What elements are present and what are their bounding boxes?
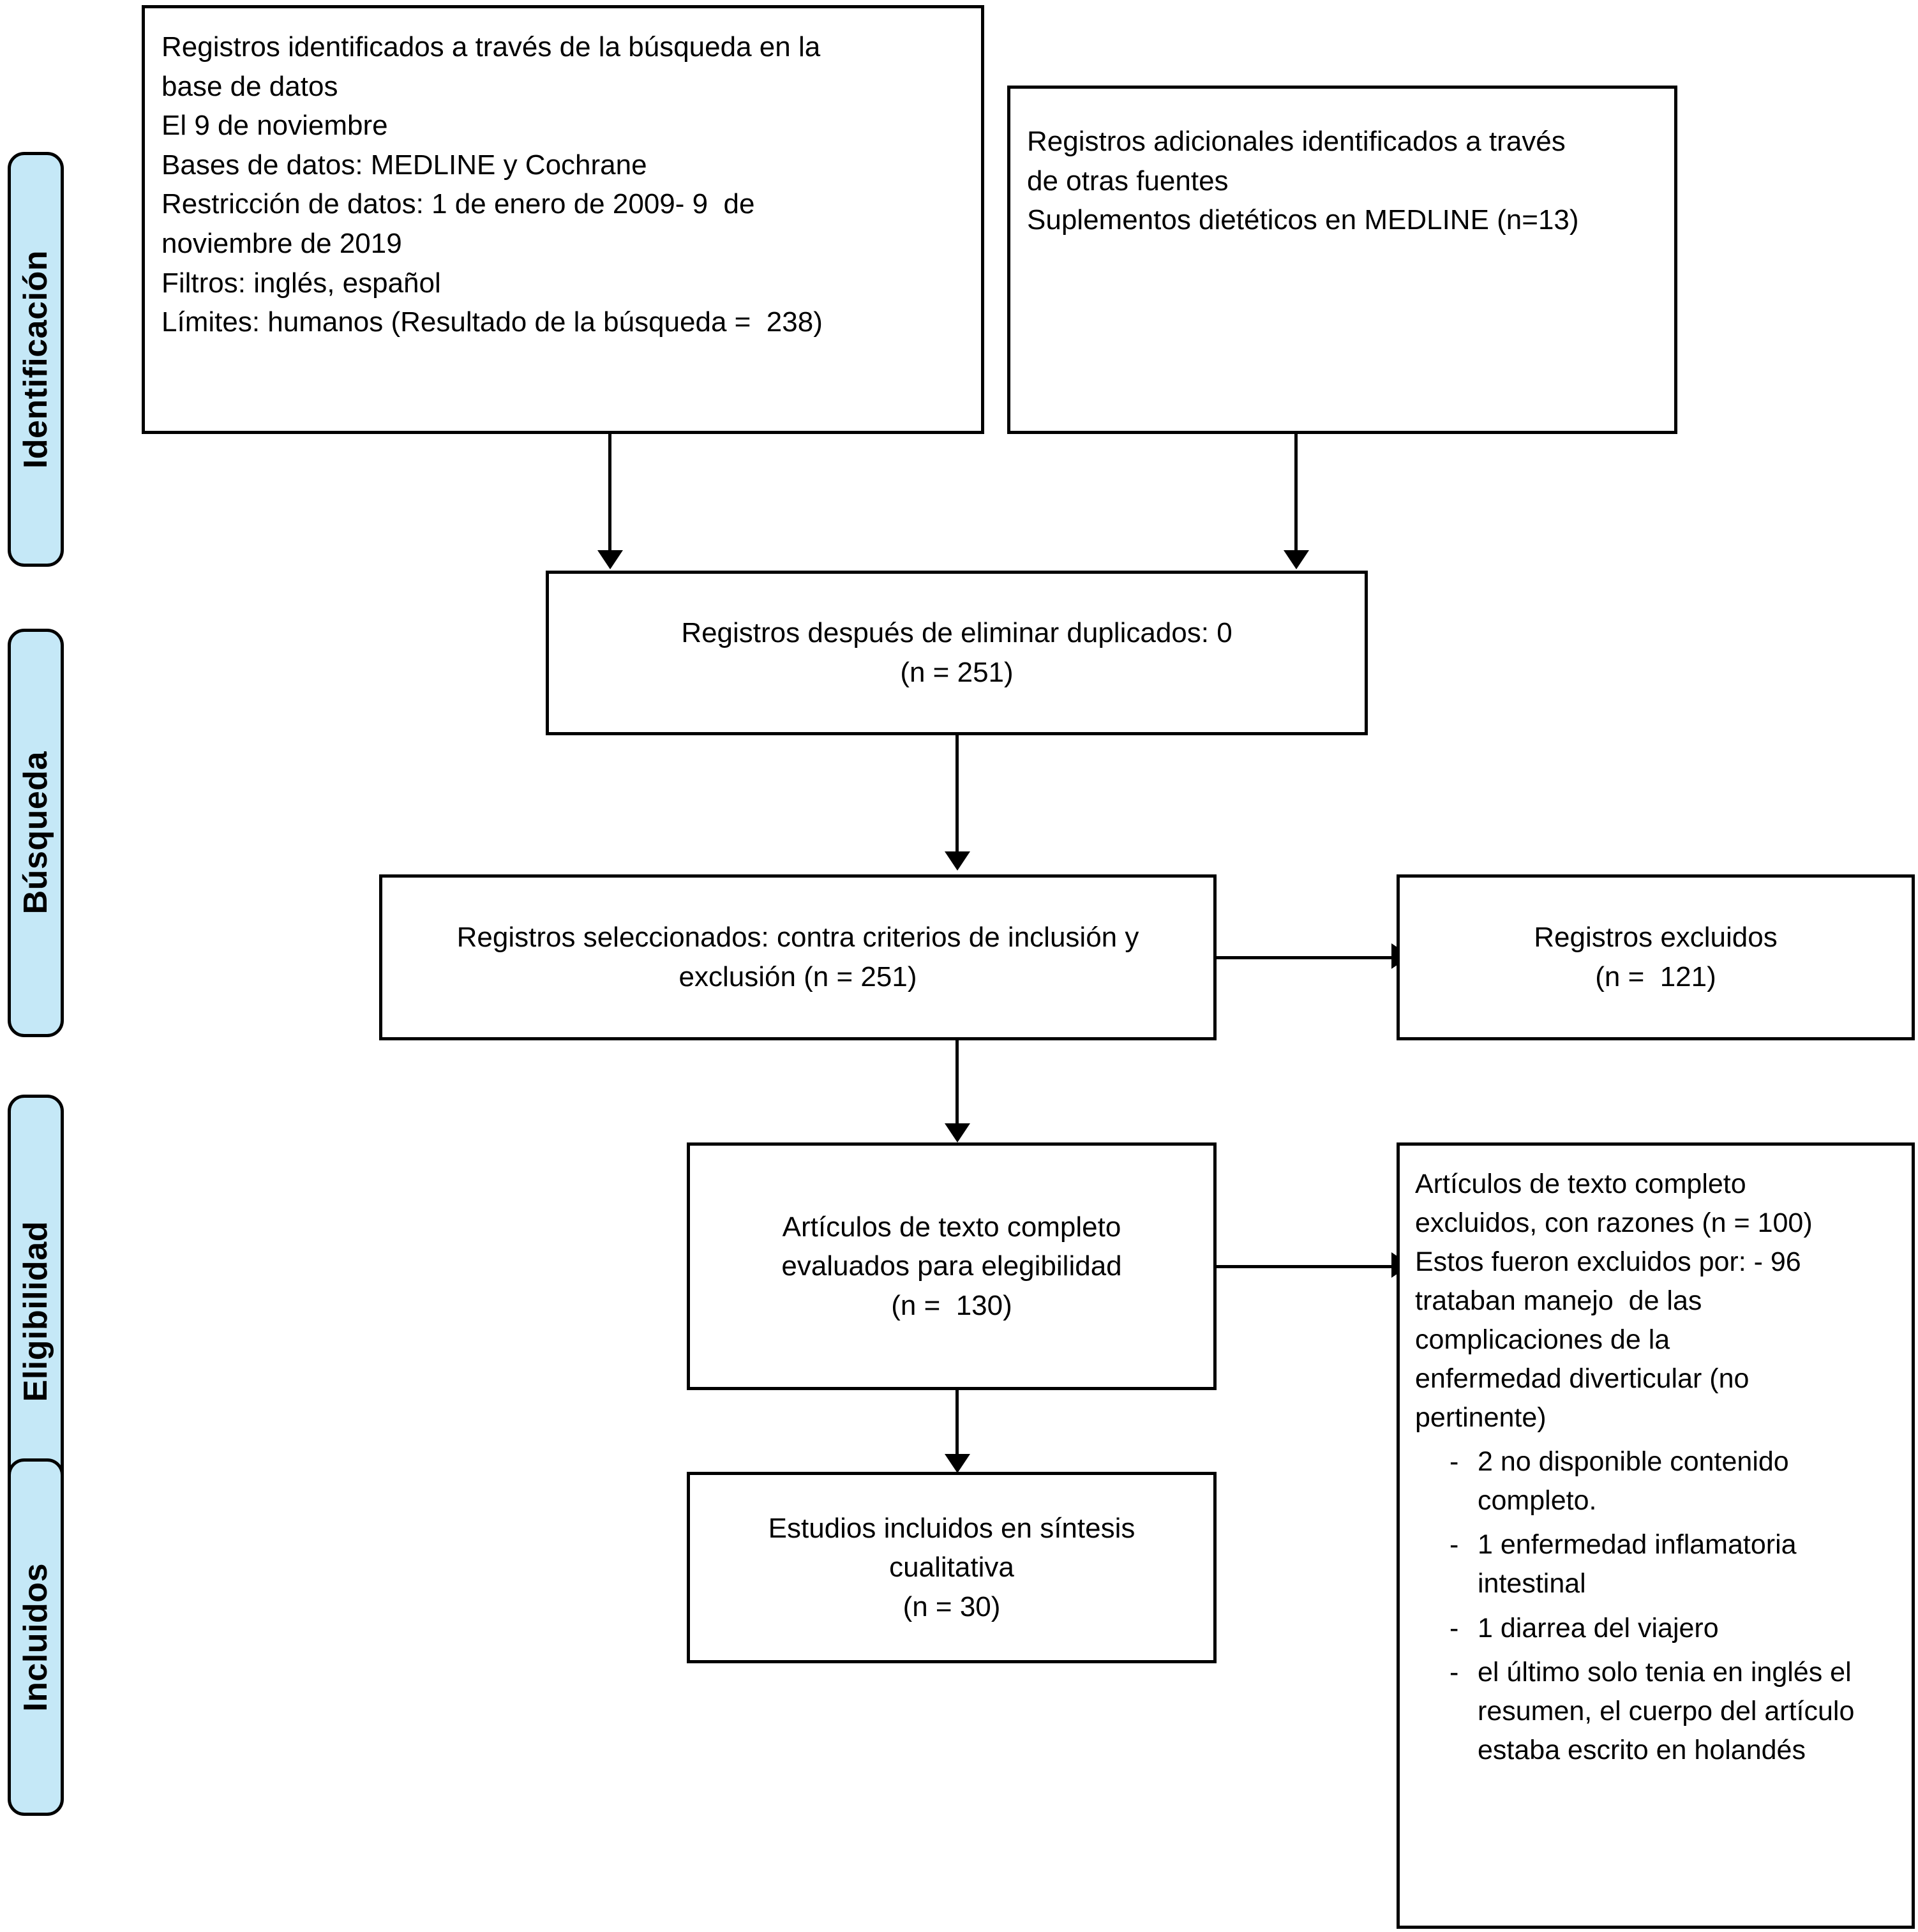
exclusion-reason-list: - 2 no disponible contenido completo. - … — [1415, 1442, 1896, 1769]
connector-fulltext-to-excluded — [1217, 1265, 1394, 1268]
list-item: - 1 diarrea del viajero — [1415, 1609, 1896, 1648]
list-item: - 2 no disponible contenido completo. — [1415, 1442, 1896, 1520]
box-after-duplicates: Registros después de eliminar duplicados… — [546, 571, 1368, 735]
box-fulltext-assessed: Artículos de texto completo evaluados pa… — [687, 1142, 1217, 1390]
list-item: - el último solo tenia en inglés el resu… — [1415, 1653, 1896, 1770]
box-line: Filtros: inglés, español — [161, 267, 441, 299]
box-line: Restricción de datos: 1 de enero de 2009… — [161, 188, 755, 220]
stage-tab-label: Identificación — [17, 250, 54, 469]
bullet-dash: - — [1450, 1446, 1459, 1478]
box-line: Estudios incluidos en síntesis — [768, 1512, 1135, 1544]
box-fulltext-excluded-reasons: Artículos de texto completo excluidos, c… — [1397, 1142, 1915, 1929]
list-item-label: el último solo tenia en inglés el resume… — [1478, 1656, 1855, 1765]
box-line: Artículos de texto completo — [782, 1211, 1121, 1243]
box-included-studies: Estudios incluidos en síntesis cualitati… — [687, 1472, 1217, 1663]
box-line: Registros excluidos — [1534, 922, 1778, 954]
box-line: Límites: humanos (Resultado de la búsque… — [161, 306, 823, 338]
stage-tab-busqueda: Búsqueda — [8, 629, 64, 1037]
bullet-dash: - — [1450, 1529, 1459, 1561]
list-item-label: 1 enfermedad inflamatoria intestinal — [1478, 1529, 1797, 1599]
list-item-label: 1 diarrea del viajero — [1478, 1612, 1719, 1644]
box-line: noviembre de 2019 — [161, 227, 402, 259]
stage-tab-incluidos: Incluidos — [8, 1458, 64, 1816]
box-line: excluidos, con razones (n = 100) — [1415, 1208, 1813, 1239]
list-item: - 1 enfermedad inflamatoria intestinal — [1415, 1525, 1896, 1603]
box-records-screened: Registros seleccionados: contra criterio… — [379, 874, 1217, 1040]
box-line: exclusión (n = 251) — [678, 961, 917, 992]
box-line: (n = 30) — [903, 1591, 1001, 1622]
box-line: Artículos de texto completo — [1415, 1169, 1746, 1199]
box-line: Estos fueron excluidos por: - 96 — [1415, 1247, 1801, 1278]
arrow-db-to-dedup — [597, 550, 623, 569]
box-line: de otras fuentes — [1027, 165, 1229, 197]
arrow-screened-to-fulltext — [945, 1123, 970, 1142]
box-line: cualitativa — [889, 1552, 1014, 1584]
connector-dedup-to-screened — [955, 735, 959, 858]
box-line: base de datos — [161, 70, 338, 102]
box-line: complicaciones de la — [1415, 1324, 1670, 1356]
arrow-other-to-dedup — [1284, 550, 1309, 569]
box-line: Registros identificados a través de la b… — [161, 31, 821, 63]
box-database-records: Registros identificados a través de la b… — [142, 5, 984, 434]
box-line: (n = 251) — [900, 657, 1014, 688]
box-line: Registros seleccionados: contra criterio… — [456, 922, 1139, 954]
box-other-sources: Registros adicionales identificados a tr… — [1007, 86, 1677, 434]
connector-screened-to-fulltext — [955, 1040, 959, 1130]
box-line: Bases de datos: MEDLINE y Cochrane — [161, 149, 647, 181]
arrow-dedup-to-screened — [945, 851, 970, 871]
box-line: evaluados para elegibilidad — [781, 1250, 1122, 1282]
box-line: enfermedad diverticular (no — [1415, 1363, 1749, 1395]
connector-other-to-dedup — [1294, 434, 1298, 557]
bullet-dash: - — [1450, 1656, 1459, 1688]
box-line: (n = 121) — [1595, 961, 1716, 992]
box-line: Registros adicionales identificados a tr… — [1027, 126, 1566, 157]
stage-tab-label: Incluidos — [17, 1562, 54, 1712]
connector-screened-to-excluded — [1217, 956, 1394, 959]
connector-fulltext-to-included — [955, 1390, 959, 1460]
box-records-excluded: Registros excluidos (n = 121) — [1397, 874, 1915, 1040]
stage-tab-label: Búsqueda — [17, 751, 54, 915]
box-line: El 9 de noviembre — [161, 110, 388, 142]
stage-tab-label: Eligibilidad — [17, 1221, 54, 1402]
connector-db-to-dedup — [608, 434, 611, 557]
box-line: pertinente) — [1415, 1402, 1547, 1434]
bullet-dash: - — [1450, 1612, 1459, 1644]
box-line: trataban manejo de las — [1415, 1285, 1702, 1317]
box-line: Suplementos dietéticos en MEDLINE (n=13) — [1027, 204, 1579, 236]
box-line: (n = 130) — [891, 1289, 1012, 1321]
stage-tab-identificacion: Identificación — [8, 152, 64, 567]
stage-tab-eligibilidad: Eligibilidad — [8, 1095, 64, 1529]
box-line: Registros después de eliminar duplicados… — [681, 617, 1232, 649]
arrow-fulltext-to-included — [945, 1454, 970, 1473]
list-item-label: 2 no disponible contenido completo. — [1478, 1446, 1789, 1516]
